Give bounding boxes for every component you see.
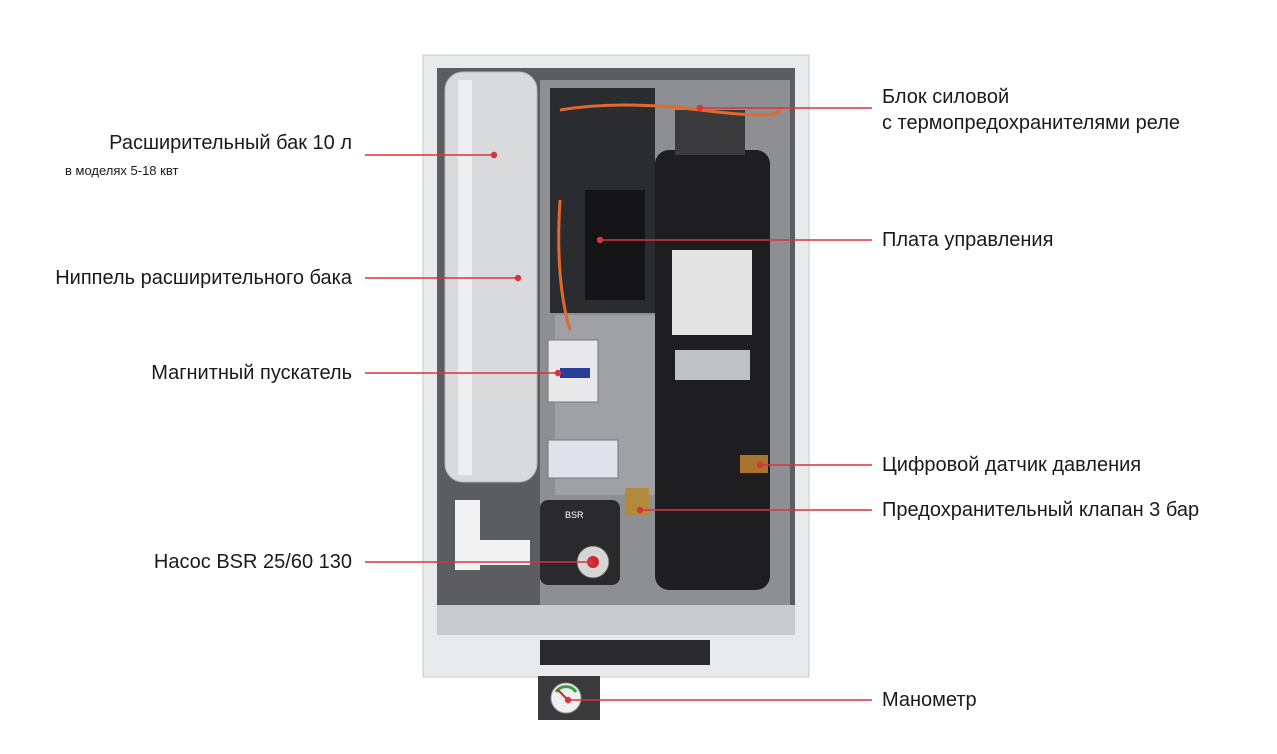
label-safety-valve: Предохранительный клапан 3 бар bbox=[882, 499, 1200, 521]
label-pressure-sensor: Цифровой датчик давления bbox=[882, 454, 1142, 476]
label-magnetic-starter: Магнитный пускатель bbox=[151, 362, 352, 384]
label-control-board: Плата управления bbox=[882, 229, 1054, 251]
label-expansion-tank: Расширительный бак 10 л bbox=[109, 132, 352, 154]
pressure-sensor bbox=[740, 455, 768, 473]
callout-lines bbox=[365, 104, 872, 704]
label-expansion-tank-note: в моделях 5-18 квт bbox=[65, 163, 179, 178]
pump-brand: BSR bbox=[565, 510, 584, 520]
label-manometer: Манометр bbox=[882, 689, 977, 711]
label-power-block-line1: Блок силовой bbox=[882, 86, 1010, 108]
label-pump: Насос BSR 25/60 130 bbox=[153, 551, 352, 573]
label-tank-nipple: Ниппель расширительного бака bbox=[55, 267, 352, 289]
label-power-block-line2: с термопредохранителями реле bbox=[882, 112, 1181, 134]
safety-valve bbox=[625, 488, 649, 516]
